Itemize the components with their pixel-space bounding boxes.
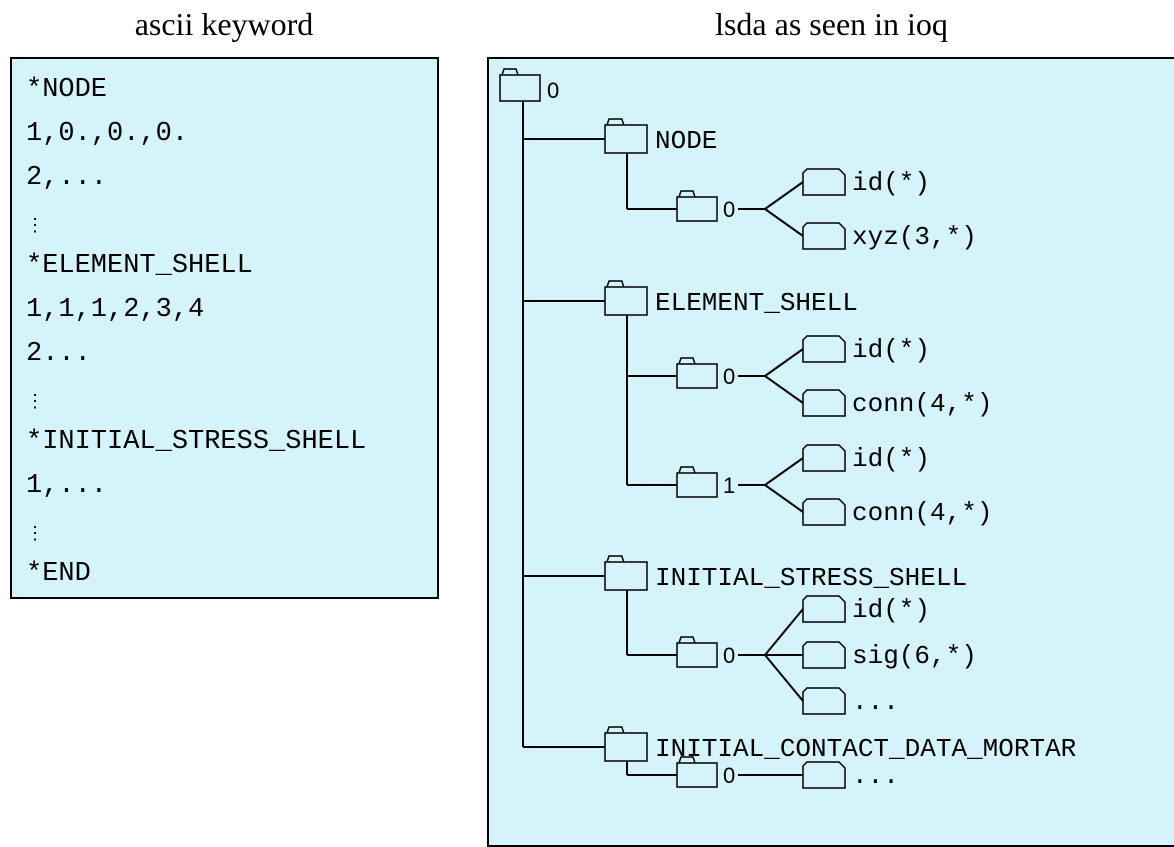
folder-icon: [606, 280, 625, 288]
folder-icon: [604, 732, 648, 762]
left-caption: ascii keyword: [134, 6, 314, 42]
folder-icon: [678, 357, 696, 365]
right-caption: lsda as seen in ioq: [715, 6, 948, 42]
lsda-tree-diagram: 0NODE0id(*)xyz(3,*)ELEMENT_SHELL0id(*)co…: [499, 68, 1076, 791]
ascii-keyword-panel: *NODE 1,0.,0.,0. 2,... ⋮ *ELEMENT_SHELL 1,1,1…: [10, 57, 439, 599]
file-icon: [802, 444, 846, 472]
file-label: id(*): [852, 444, 930, 474]
folder-icon: [604, 561, 648, 591]
group-folder-label: NODE: [655, 126, 717, 156]
connector-line: [764, 181, 804, 210]
ascii-ellipsis: ⋮: [26, 215, 44, 236]
file-icon: [802, 168, 846, 196]
file-icon: [802, 222, 846, 250]
file-label: id(*): [852, 168, 930, 198]
ascii-line: 2...: [26, 339, 91, 369]
connector-line: [764, 457, 804, 486]
folder-icon: [678, 756, 696, 764]
folder-icon: [676, 642, 718, 668]
file-icon: [802, 389, 846, 417]
ascii-line: 2,...: [26, 163, 108, 193]
file-label: conn(4,*): [852, 389, 992, 419]
folder-icon: [604, 286, 648, 316]
lsda-tree-panel: [487, 57, 1174, 847]
folder-icon: [676, 363, 718, 389]
connector-line: [764, 608, 804, 656]
folder-icon: [678, 636, 696, 644]
connector-line: [764, 375, 804, 404]
group-folder-label: INITIAL_CONTACT_DATA_MORTAR: [655, 734, 1076, 764]
group-folder-label: ELEMENT_SHELL: [655, 288, 858, 318]
subfolder-label: 0: [723, 763, 735, 788]
subfolder-label: 0: [723, 643, 735, 668]
ascii-line: *ELEMENT_SHELL: [26, 251, 253, 281]
ascii-line: 1,0.,0.,0.: [26, 119, 189, 149]
group-folder-label: INITIAL_STRESS_SHELL: [655, 563, 967, 593]
file-label: ...: [852, 761, 899, 791]
file-icon: [802, 761, 846, 789]
file-icon: [802, 595, 846, 623]
folder-icon: [676, 472, 718, 498]
ascii-line: 1,...: [26, 471, 108, 501]
file-label: id(*): [852, 595, 930, 625]
file-icon: [802, 641, 846, 669]
ascii-ellipsis: ⋮: [26, 523, 44, 544]
file-label: xyz(3,*): [852, 222, 977, 252]
folder-icon: [606, 555, 625, 563]
folder-icon: [676, 196, 718, 222]
ascii-line: *INITIAL_STRESS_SHELL: [26, 427, 367, 457]
subfolder-label: 0: [723, 364, 735, 389]
ascii-line: *NODE: [26, 75, 108, 105]
folder-icon: [678, 190, 696, 198]
root-folder-label: 0: [547, 78, 559, 103]
folder-icon: [604, 124, 648, 154]
subfolder-label: 0: [723, 197, 735, 222]
file-label: conn(4,*): [852, 498, 992, 528]
file-label: id(*): [852, 335, 930, 365]
connector-line: [764, 208, 804, 237]
folder-icon: [499, 74, 541, 102]
connector-line: [764, 654, 804, 702]
file-icon: [802, 498, 846, 526]
ascii-line: 1,1,1,2,3,4: [26, 295, 205, 325]
folder-icon: [676, 762, 718, 788]
file-icon: [802, 687, 846, 715]
file-label: sig(6,*): [852, 641, 977, 671]
connector-line: [764, 484, 804, 513]
file-icon: [802, 335, 846, 363]
file-label: ...: [852, 687, 899, 717]
folder-icon: [678, 466, 696, 474]
folder-icon: [606, 118, 625, 126]
subfolder-label: 1: [723, 473, 735, 498]
folder-icon: [606, 726, 625, 734]
ascii-ellipsis: ⋮: [26, 391, 44, 412]
ascii-line: *END: [26, 559, 91, 589]
connector-line: [764, 348, 804, 377]
folder-icon: [501, 68, 519, 76]
